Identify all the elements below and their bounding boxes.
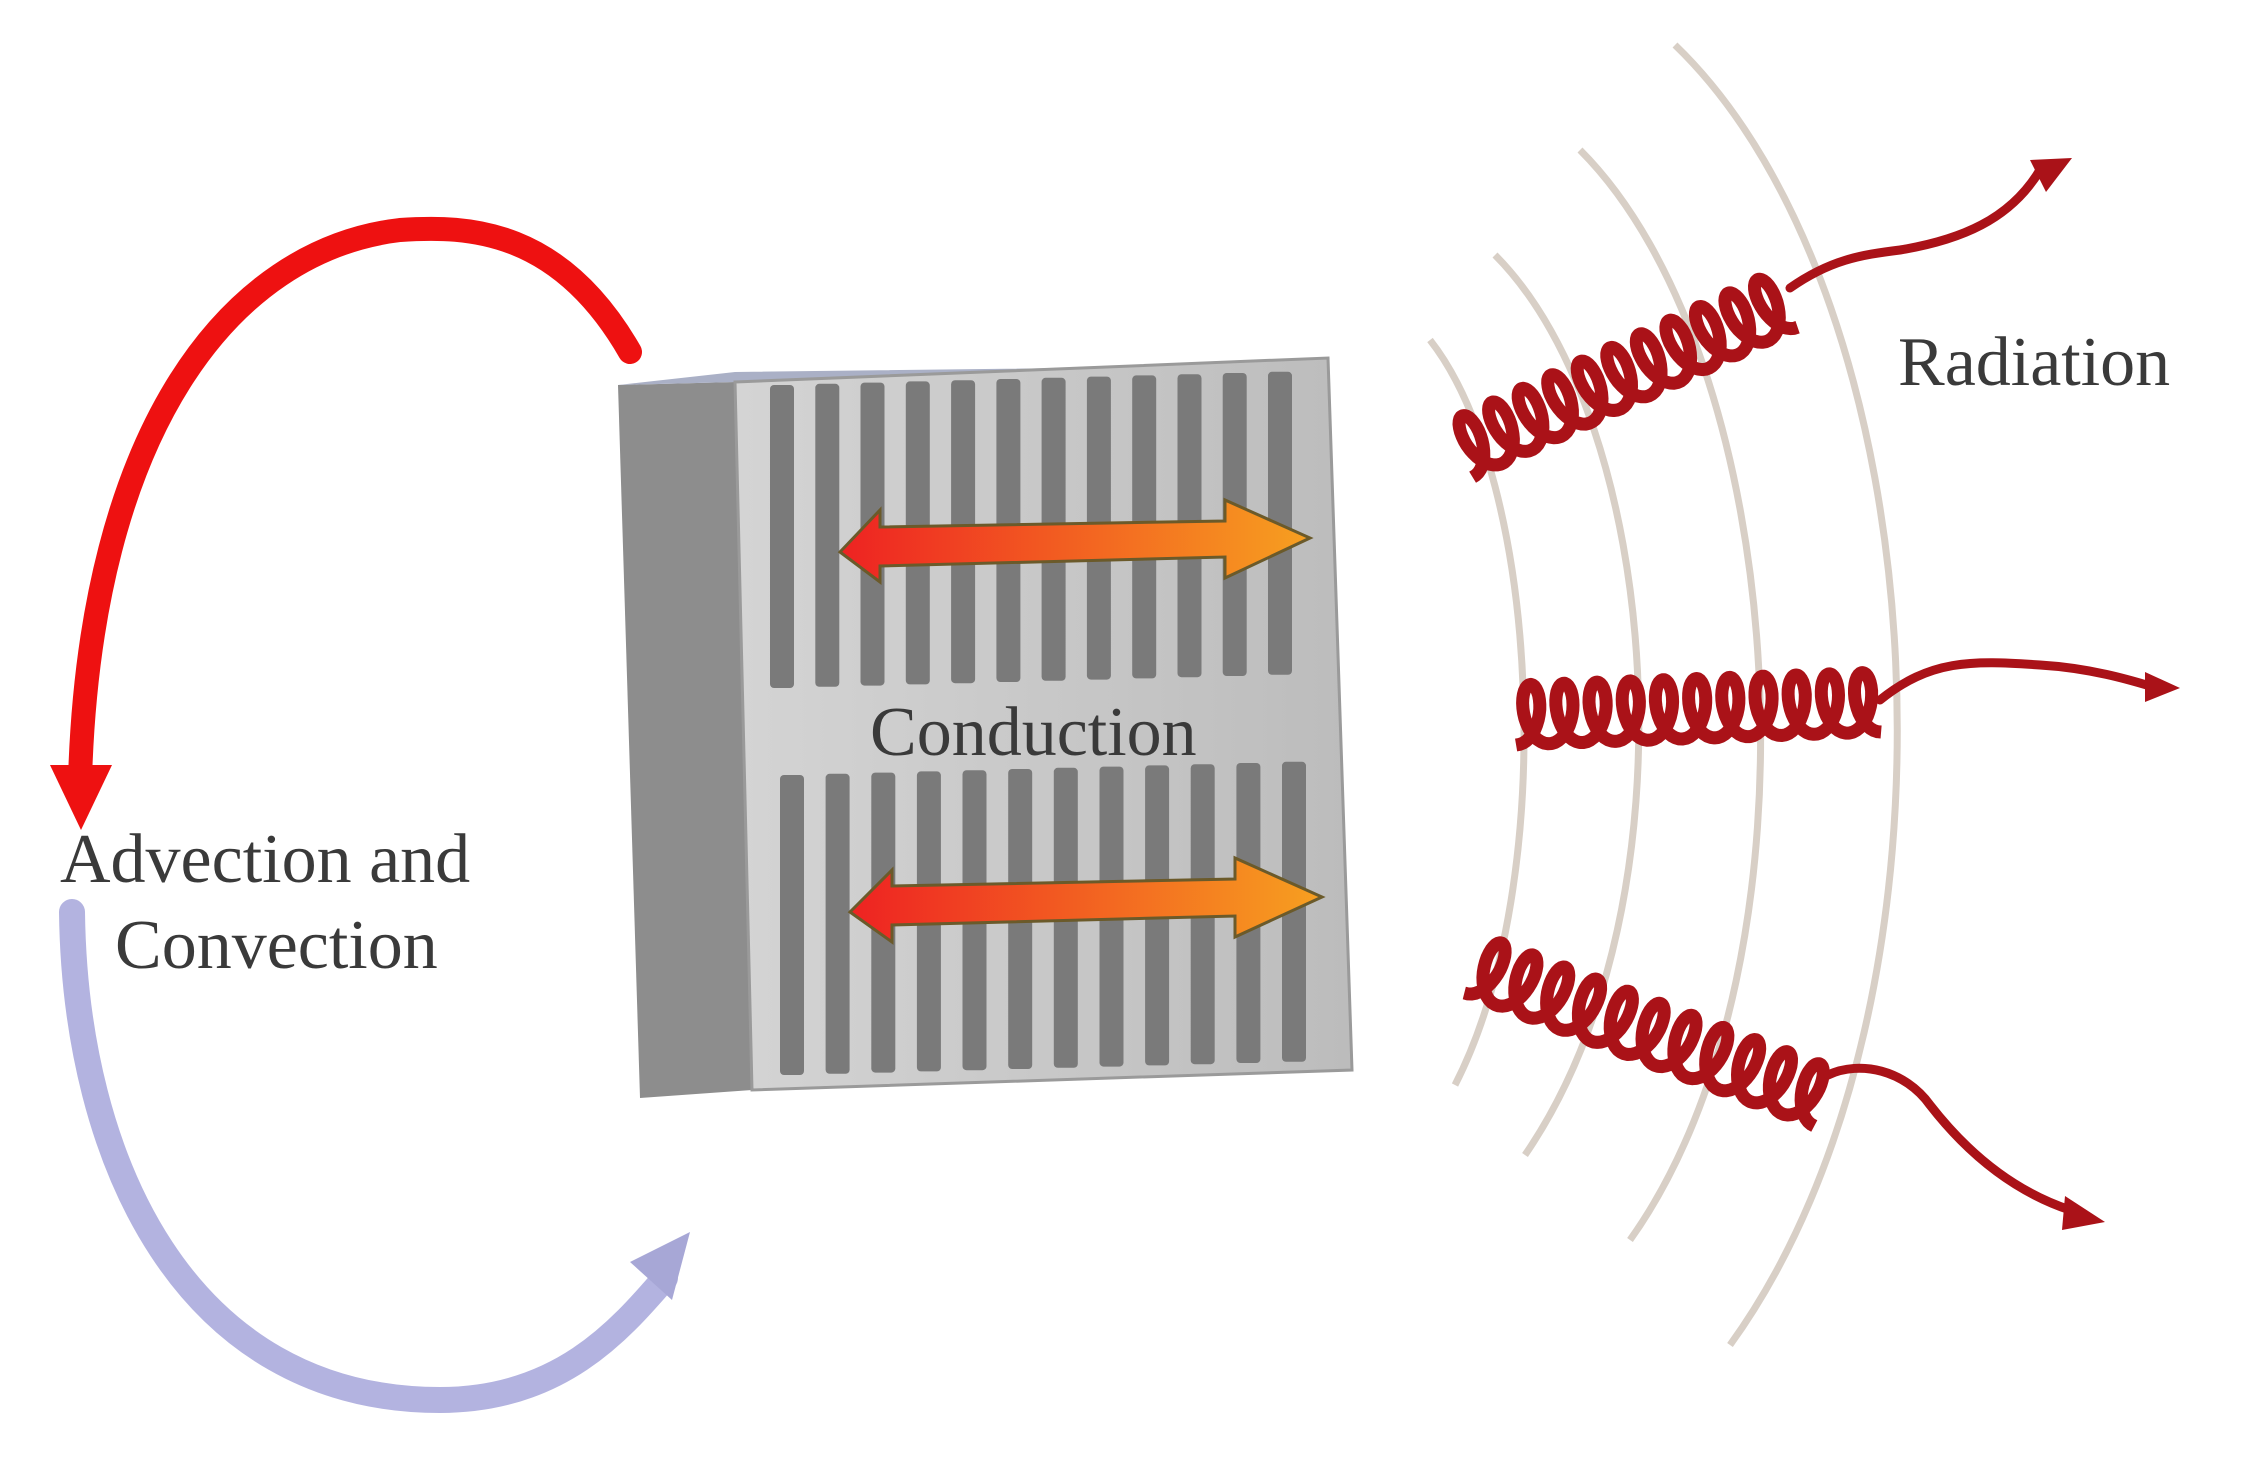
radiation-wave-bottom-icon-tail bbox=[1823, 1063, 2075, 1215]
convection-loop bbox=[50, 216, 690, 1414]
heatsink-side-face bbox=[618, 382, 752, 1098]
radiation-wave-top-icon-tail bbox=[1785, 165, 2045, 293]
radiation-wave-top-icon-coil bbox=[1452, 272, 1801, 483]
cool-flow-arrow-icon bbox=[59, 899, 678, 1414]
radiation-wave-top-icon-arrowhead-icon bbox=[2030, 158, 2072, 192]
conduction-arrow-top-icon bbox=[837, 497, 1314, 585]
conduction-arrow-bottom-icon bbox=[847, 855, 1326, 945]
fin-slot bbox=[825, 773, 850, 1074]
radiation-wave-middle-icon-arrowhead-icon bbox=[2145, 672, 2180, 702]
radiation-wave-middle-icon bbox=[1513, 658, 2180, 752]
radiation-wave-top-icon bbox=[1452, 158, 2072, 483]
radiation-wave-middle-icon-tail bbox=[1875, 658, 2155, 705]
radiation-waves bbox=[1452, 158, 2180, 1230]
cool-flow-arrowhead-icon bbox=[630, 1232, 690, 1300]
wavefront-arc-4 bbox=[1672, 42, 1901, 1348]
fin-slot bbox=[815, 383, 840, 687]
fin-slot bbox=[780, 775, 804, 1075]
conduction-arrows bbox=[837, 497, 1326, 945]
radiation-wave-bottom-icon-arrowhead-icon bbox=[2062, 1196, 2105, 1230]
wavefront-arc-3 bbox=[1577, 147, 1765, 1243]
hot-flow-arrow-icon bbox=[68, 216, 642, 792]
radiation-wave-middle-icon-coil bbox=[1513, 666, 1884, 752]
advection-label-line2: Convection bbox=[115, 907, 438, 984]
advection-label-line1: Advection and bbox=[60, 821, 470, 898]
hot-flow-arrowhead-icon bbox=[50, 765, 112, 830]
radiation-wave-bottom-icon bbox=[1461, 936, 2105, 1230]
radiation-wave-bottom-icon-coil bbox=[1461, 936, 1830, 1132]
fin-slot bbox=[770, 385, 794, 688]
fin-slot bbox=[1282, 761, 1306, 1062]
radiation-label: Radiation bbox=[1898, 324, 2170, 401]
conduction-label: Conduction bbox=[870, 694, 1197, 771]
